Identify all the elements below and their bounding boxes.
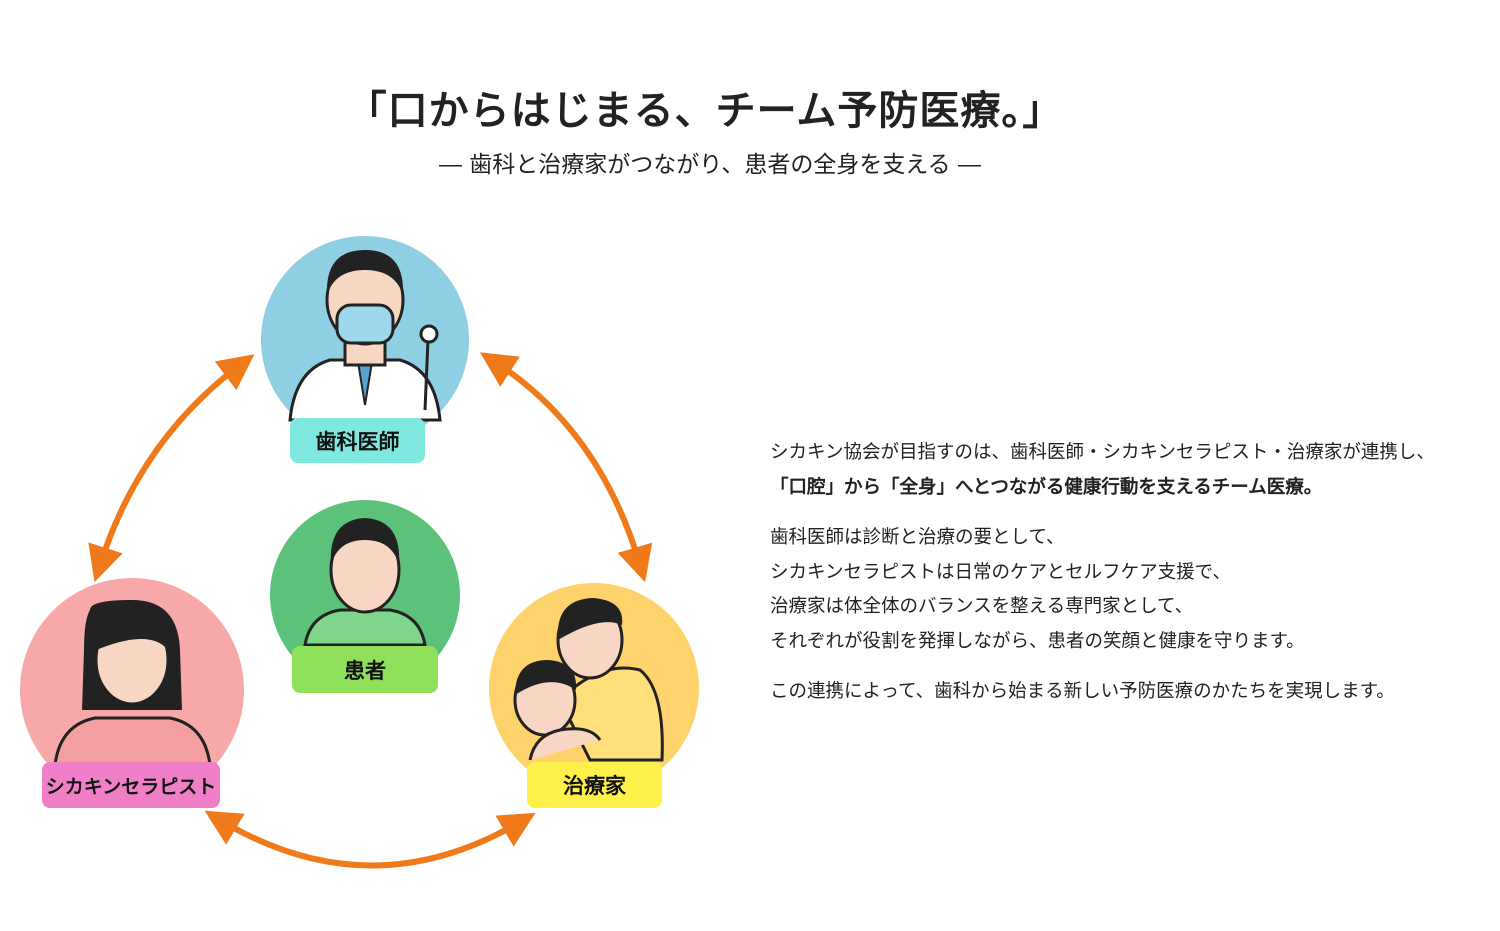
body-line: シカキン協会が目指すのは、歯科医師・シカキンセラピスト・治療家が連携し、 [770,442,1435,463]
description: シカキン協会が目指すのは、歯科医師・シカキンセラピスト・治療家が連携し、 「口腔… [770,436,1435,726]
body-line: それぞれが役割を発揮しながら、患者の笑顔と健康を守ります。 [770,630,1305,652]
team-diagram [20,236,699,869]
therapist-illustration [20,578,244,802]
dentist-illustration [261,236,469,444]
patient-illustration [270,500,460,690]
body-line-bold: 「口腔」から「全身」へとつながる健康行動を支えるチーム医療。 [770,476,1323,498]
role-label-practitioner: 治療家 [527,762,662,808]
practitioner-illustration [489,583,699,793]
page-title: 「口からはじまる、チーム予防医療。」 [346,87,1064,134]
body-line: 歯科医師は診断と治療の要として、 [770,527,1065,548]
body-line: 治療家は体全体のバランスを整える専門家として、 [770,596,1194,617]
body-line: シカキンセラピストは日常のケアとセルフケア支援で、 [770,561,1231,583]
arrow-dentist-practitioner [479,352,653,583]
page-subtitle: ― 歯科と治療家がつながり、患者の全身を支える ― [438,152,981,178]
role-label-therapist: シカキンセラピスト [42,762,220,808]
arrow-therapist-practitioner [204,810,536,869]
role-label-patient: 患者 [292,646,438,693]
arrow-dentist-therapist [88,354,255,583]
role-label-dentist: 歯科医師 [290,418,425,463]
body-line: この連携によって、歯科から始まる新しい予防医療のかたちを実現します。 [770,681,1395,702]
